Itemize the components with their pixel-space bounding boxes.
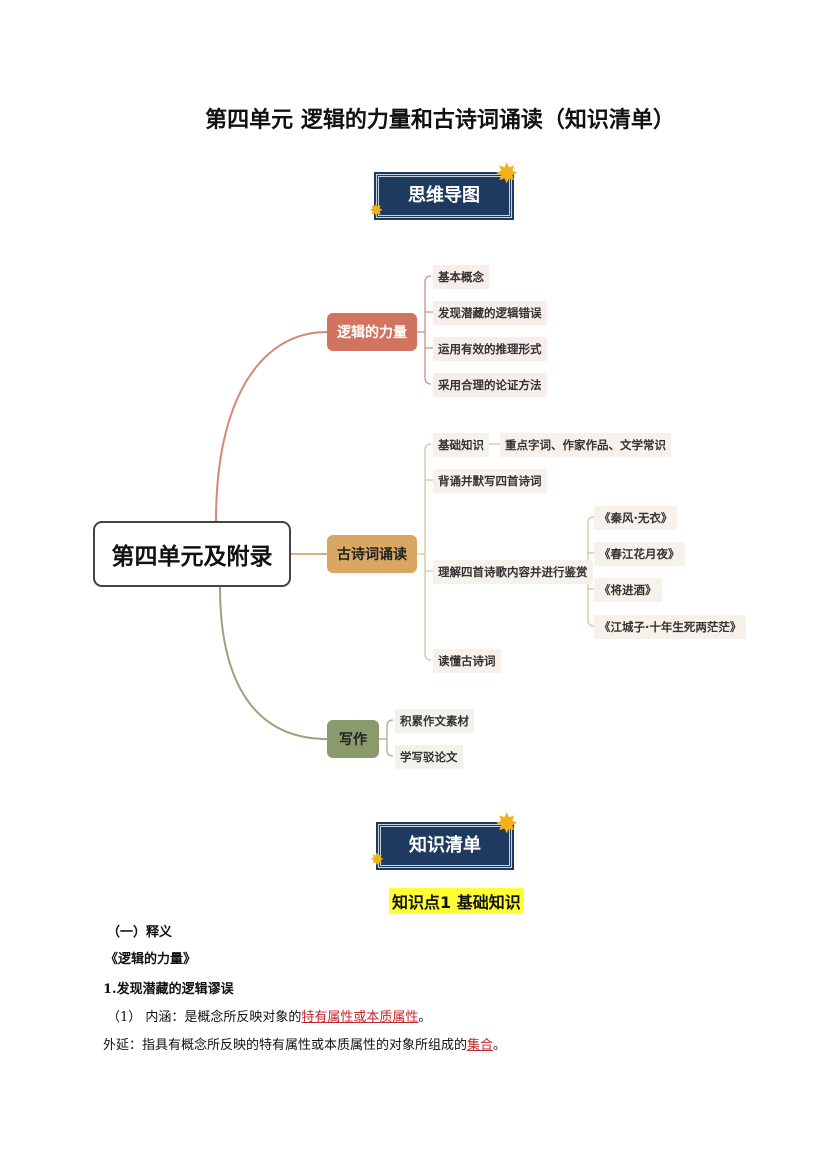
poem-item: 《将进酒》 xyxy=(594,578,662,602)
star-icon: ✸ xyxy=(370,850,385,870)
text: 。 xyxy=(493,1038,507,1053)
star-icon: ✸ xyxy=(495,807,519,840)
poetry-basic-detail: 重点字词、作家作品、文学常识 xyxy=(500,433,671,457)
logic-item: 采用合理的论证方法 xyxy=(433,373,547,397)
point-heading: 1.发现潜藏的逻辑谬误 xyxy=(103,982,234,997)
writing-item: 积累作文素材 xyxy=(395,709,474,733)
knowledge-point-heading: 知识点1 基础知识 xyxy=(389,888,524,914)
writing-bracket xyxy=(379,719,394,757)
mindmap-banner: 思维导图 xyxy=(374,172,514,220)
definition-line: 外延：指具有概念所反映的特有属性或本质属性的对象所组成的集合。 xyxy=(103,1034,506,1053)
text: 。 xyxy=(418,1010,432,1025)
mindmap-connectors xyxy=(215,275,595,757)
text: 外延：指具有概念所反映的特有属性或本质属性的对象所组成的 xyxy=(103,1038,468,1053)
logic-item: 运用有效的推理形式 xyxy=(433,337,547,361)
answer-text: 集合 xyxy=(467,1038,494,1053)
book-title: 《逻辑的力量》 xyxy=(105,952,197,967)
logic-item: 发现潜藏的逻辑错误 xyxy=(433,301,547,325)
poetry-basic: 基础知识 xyxy=(433,433,489,457)
connector-logic xyxy=(215,331,328,522)
branch-poetry: 古诗词诵读 xyxy=(327,535,417,573)
poetry-appreciate: 理解四首诗歌内容并进行鉴赏 xyxy=(433,560,593,584)
connector-writing xyxy=(219,586,328,740)
knowledge-list-banner: 知识清单 xyxy=(376,822,514,870)
star-icon: ✸ xyxy=(495,157,519,190)
mindmap-center-node: 第四单元及附录 xyxy=(93,521,291,587)
page-title: 第四单元 逻辑的力量和古诗词诵读（知识清单） xyxy=(205,107,675,133)
branch-logic: 逻辑的力量 xyxy=(327,313,417,351)
poem-item: 《秦风·无衣》 xyxy=(594,506,678,530)
branch-writing: 写作 xyxy=(327,720,379,758)
star-icon: ✸ xyxy=(369,201,384,221)
definition-line: （1） 内涵：是概念所反映对象的特有属性或本质属性。 xyxy=(107,1006,431,1025)
poetry-recite: 背诵并默写四首诗词 xyxy=(433,469,547,493)
poem-item: 《江城子·十年生死两茫茫》 xyxy=(594,615,747,639)
poetry-read: 读懂古诗词 xyxy=(433,649,501,673)
text: （1） 内涵：是概念所反映对象的 xyxy=(107,1010,302,1025)
answer-text: 特有属性或本质属性 xyxy=(301,1010,419,1025)
section-heading: （一）释义 xyxy=(107,925,173,940)
logic-item: 基本概念 xyxy=(433,265,489,289)
writing-item: 学写驳论文 xyxy=(395,745,463,769)
logic-bracket xyxy=(417,275,433,385)
poem-item: 《春江花月夜》 xyxy=(594,542,685,566)
